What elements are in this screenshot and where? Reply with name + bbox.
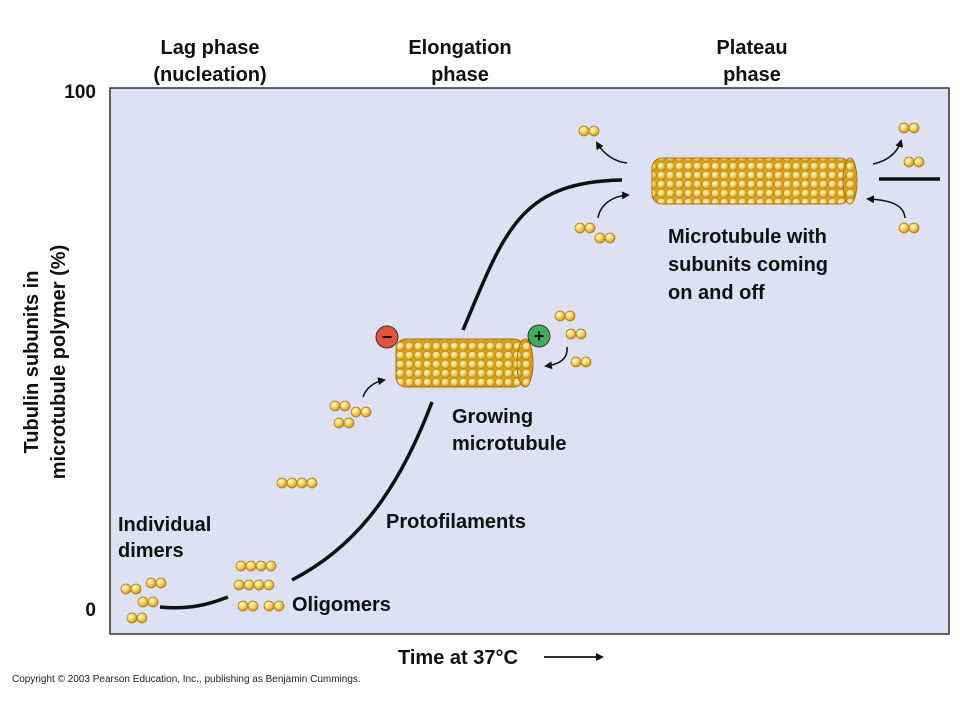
tubulin-bead bbox=[565, 328, 577, 340]
tubulin-bead bbox=[137, 596, 149, 608]
phase-headers: Lag phase (nucleation) Elongation phase … bbox=[153, 37, 787, 86]
tubulin-bead bbox=[339, 400, 351, 412]
tubulin-bead bbox=[329, 400, 341, 412]
tubulin-bead bbox=[136, 612, 148, 624]
tubulin-bead bbox=[233, 579, 245, 591]
minus-end-marker: − bbox=[375, 325, 399, 349]
y-axis-max: 100 bbox=[64, 82, 96, 103]
tubulin-bead bbox=[564, 310, 576, 322]
svg-text:microtubule polymer (%): microtubule polymer (%) bbox=[48, 245, 70, 479]
tubulin-bead bbox=[306, 477, 318, 489]
tubulin-bead bbox=[350, 406, 362, 418]
steady-state-microtubule bbox=[651, 157, 858, 205]
tubulin-bead bbox=[145, 577, 157, 589]
tubulin-bead bbox=[584, 222, 596, 234]
tubulin-bead bbox=[253, 579, 265, 591]
svg-text:+: + bbox=[534, 326, 545, 346]
tubulin-bead bbox=[575, 328, 587, 340]
dissociation-arrow-left bbox=[595, 141, 628, 164]
tubulin-bead bbox=[333, 417, 345, 429]
tubulin-bead bbox=[580, 356, 592, 368]
lag-phase-title: Lag phase bbox=[161, 37, 260, 59]
tubulin-bead bbox=[913, 156, 925, 168]
tubulin-bead bbox=[276, 477, 288, 489]
tubulin-bead bbox=[265, 560, 277, 572]
elongation-curve bbox=[461, 178, 623, 331]
microtubule-steady-label: Microtubule with bbox=[668, 226, 827, 248]
protofilament-curve bbox=[291, 401, 434, 582]
plus-end-addition-arrow bbox=[544, 346, 568, 370]
elongation-phase-subtitle: phase bbox=[431, 64, 489, 86]
tubulin-bead bbox=[360, 406, 372, 418]
association-arrow-right bbox=[866, 195, 906, 219]
microtubule-steady-label-3: on and off bbox=[668, 282, 765, 304]
tubulin-bead bbox=[604, 232, 616, 244]
plateau-phase-title: Plateau bbox=[716, 37, 787, 59]
tubulin-bead bbox=[155, 577, 167, 589]
individual-dimers-label: Individual bbox=[118, 514, 211, 536]
growing-microtubule-label: Growing bbox=[452, 406, 533, 428]
tubulin-bead bbox=[296, 477, 308, 489]
svg-text:−: − bbox=[382, 327, 393, 347]
tubulin-bead bbox=[263, 579, 275, 591]
tubulin-bead bbox=[255, 560, 267, 572]
lag-curve bbox=[159, 595, 229, 610]
y-axis-label: Tubulin subunits in microtubule polymer … bbox=[21, 245, 70, 479]
tubulin-bead bbox=[570, 356, 582, 368]
elongation-phase-title: Elongation bbox=[408, 37, 511, 59]
tubulin-bead bbox=[130, 583, 142, 595]
tubulin-bead bbox=[235, 560, 247, 572]
tubulin-bead bbox=[908, 122, 920, 134]
tubulin-bead bbox=[343, 417, 355, 429]
tubulin-bead bbox=[237, 600, 249, 612]
tubulin-bead bbox=[908, 222, 920, 234]
plateau-phase-subtitle: phase bbox=[723, 64, 781, 86]
tubulin-dimers bbox=[120, 122, 925, 624]
tubulin-bead bbox=[273, 600, 285, 612]
tubulin-bead bbox=[243, 579, 255, 591]
tubulin-bead bbox=[247, 600, 259, 612]
tubulin-bead bbox=[574, 222, 586, 234]
dissociation-arrow-right bbox=[872, 139, 904, 165]
tubulin-bead bbox=[554, 310, 566, 322]
tubulin-bead bbox=[898, 122, 910, 134]
lag-phase-subtitle: (nucleation) bbox=[153, 64, 266, 86]
protofilaments-label: Protofilaments bbox=[386, 511, 526, 533]
tubulin-bead bbox=[578, 125, 590, 137]
tubulin-bead bbox=[588, 125, 600, 137]
association-arrow-left bbox=[597, 191, 630, 219]
tubulin-bead bbox=[263, 600, 275, 612]
tubulin-bead bbox=[594, 232, 606, 244]
minus-end-addition-arrow bbox=[362, 377, 386, 398]
growing-microtubule-label-2: microtubule bbox=[452, 433, 566, 455]
tubulin-bead bbox=[898, 222, 910, 234]
x-axis-label: Time at 37°C bbox=[398, 647, 518, 669]
growing-microtubule bbox=[395, 338, 534, 388]
plus-end-marker: + bbox=[527, 324, 551, 348]
microtubule-steady-label-2: subunits coming bbox=[668, 254, 828, 276]
oligomers-label: Oligomers bbox=[292, 594, 391, 616]
tubulin-bead bbox=[147, 596, 159, 608]
copyright-notice: Copyright © 2003 Pearson Education, Inc.… bbox=[12, 674, 361, 685]
tubulin-bead bbox=[126, 612, 138, 624]
tubulin-bead bbox=[903, 156, 915, 168]
tubulin-bead bbox=[120, 583, 132, 595]
svg-text:Tubulin subunits in: Tubulin subunits in bbox=[21, 271, 43, 454]
tubulin-bead bbox=[245, 560, 257, 572]
tubulin-bead bbox=[286, 477, 298, 489]
individual-dimers-label-2: dimers bbox=[118, 540, 184, 562]
y-axis-min: 0 bbox=[85, 600, 96, 621]
